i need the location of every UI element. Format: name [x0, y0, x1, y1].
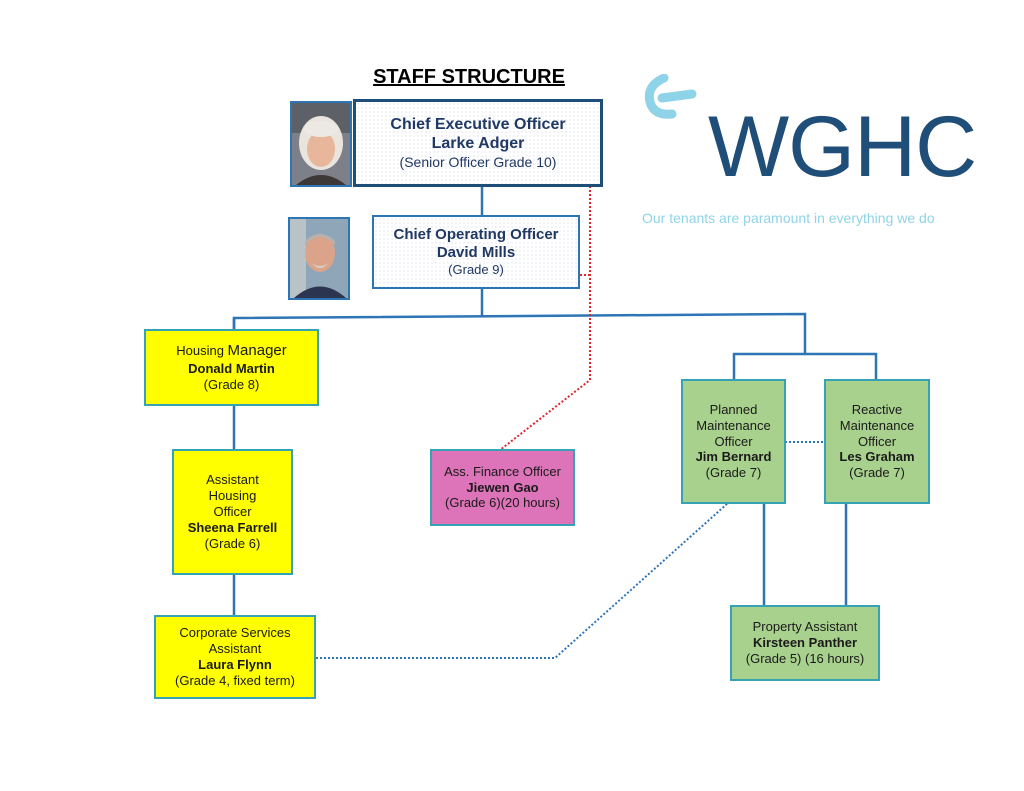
wghc-swoosh-icon	[644, 74, 697, 119]
coo-name: David Mills	[436, 244, 516, 262]
property-assistant-role: Property Assistant	[752, 619, 858, 635]
reactive-maintenance-name: Les Graham	[839, 449, 915, 465]
planned-maintenance-role-3: Officer	[714, 433, 753, 449]
connector-maintenance-bus	[732, 352, 878, 380]
corporate-services-role-1: Corporate Services	[179, 625, 291, 641]
housing-manager-grade: (Grade 8)	[203, 376, 260, 392]
reactive-maintenance-role-2: Maintenance	[839, 417, 915, 433]
assistant-housing-officer-role-1: Assistant	[206, 472, 259, 488]
coo-photo	[288, 217, 350, 300]
reactive-maintenance-role-1: Reactive	[851, 401, 903, 417]
planned-maintenance-role-2: Maintenance	[696, 417, 771, 433]
housing-manager-box: Housing Manager Donald Martin (Grade 8)	[144, 329, 319, 406]
ceo-grade: (Senior Officer Grade 10)	[399, 153, 557, 170]
logo-wordmark: WGHC	[708, 99, 977, 195]
reactive-maintenance-grade: (Grade 7)	[849, 465, 905, 481]
property-assistant-box: Property Assistant Kirsteen Panther (Gra…	[730, 605, 880, 681]
assistant-housing-officer-role-2: Housing	[208, 488, 257, 504]
housing-manager-role-emph: Manager	[227, 342, 287, 360]
corporate-services-box: Corporate Services Assistant Laura Flynn…	[154, 615, 316, 699]
reactive-maintenance-box: Reactive Maintenance Officer Les Graham …	[824, 379, 930, 504]
finance-officer-role: Ass. Finance Officer	[444, 463, 561, 479]
ceo-photo	[290, 101, 352, 187]
assistant-housing-officer-role-3: Officer	[213, 504, 252, 520]
reactive-maintenance-role-3: Officer	[857, 433, 897, 449]
coo-grade: (Grade 9)	[448, 262, 504, 278]
ceo-box: Chief Executive Officer Larke Adger (Sen…	[353, 99, 603, 187]
coo-role: Chief Operating Officer	[393, 225, 559, 243]
planned-maintenance-name: Jim Bernard	[695, 449, 772, 465]
housing-manager-role-part: Housing	[176, 343, 228, 359]
connector-main-bus	[232, 312, 807, 340]
finance-officer-box: Ass. Finance Officer Jiewen Gao (Grade 6…	[430, 449, 575, 526]
assistant-housing-officer-grade: (Grade 6)	[204, 535, 261, 551]
housing-manager-role: Housing Manager	[176, 342, 287, 360]
planned-maintenance-grade: (Grade 7)	[705, 465, 762, 481]
coo-box: Chief Operating Officer David Mills (Gra…	[372, 215, 580, 289]
ceo-role: Chief Executive Officer	[390, 115, 566, 133]
logo-tagline: Our tenants are paramount in everything …	[642, 210, 935, 226]
planned-maintenance-role-1: Planned	[709, 401, 758, 417]
page-title: STAFF STRUCTURE	[373, 66, 565, 88]
corporate-services-grade: (Grade 4, fixed term)	[175, 672, 295, 688]
housing-manager-name: Donald Martin	[188, 360, 275, 376]
ceo-name: Larke Adger	[431, 135, 525, 153]
planned-maintenance-box: Planned Maintenance Officer Jim Bernard …	[681, 379, 786, 504]
dotted-line-corporate-planned	[316, 502, 729, 659]
assistant-housing-officer-box: Assistant Housing Officer Sheena Farrell…	[172, 449, 293, 575]
assistant-housing-officer-name: Sheena Farrell	[187, 519, 278, 535]
corporate-services-role-2: Assistant	[208, 641, 262, 657]
property-assistant-grade: (Grade 5) (16 hours)	[745, 650, 865, 666]
finance-officer-name: Jiewen Gao	[466, 479, 539, 495]
corporate-services-name: Laura Flynn	[198, 657, 272, 672]
dotted-line-ceo-finance	[499, 186, 591, 451]
finance-officer-grade: (Grade 6)(20 hours)	[445, 495, 560, 511]
property-assistant-name: Kirsteen Panther	[752, 635, 858, 651]
